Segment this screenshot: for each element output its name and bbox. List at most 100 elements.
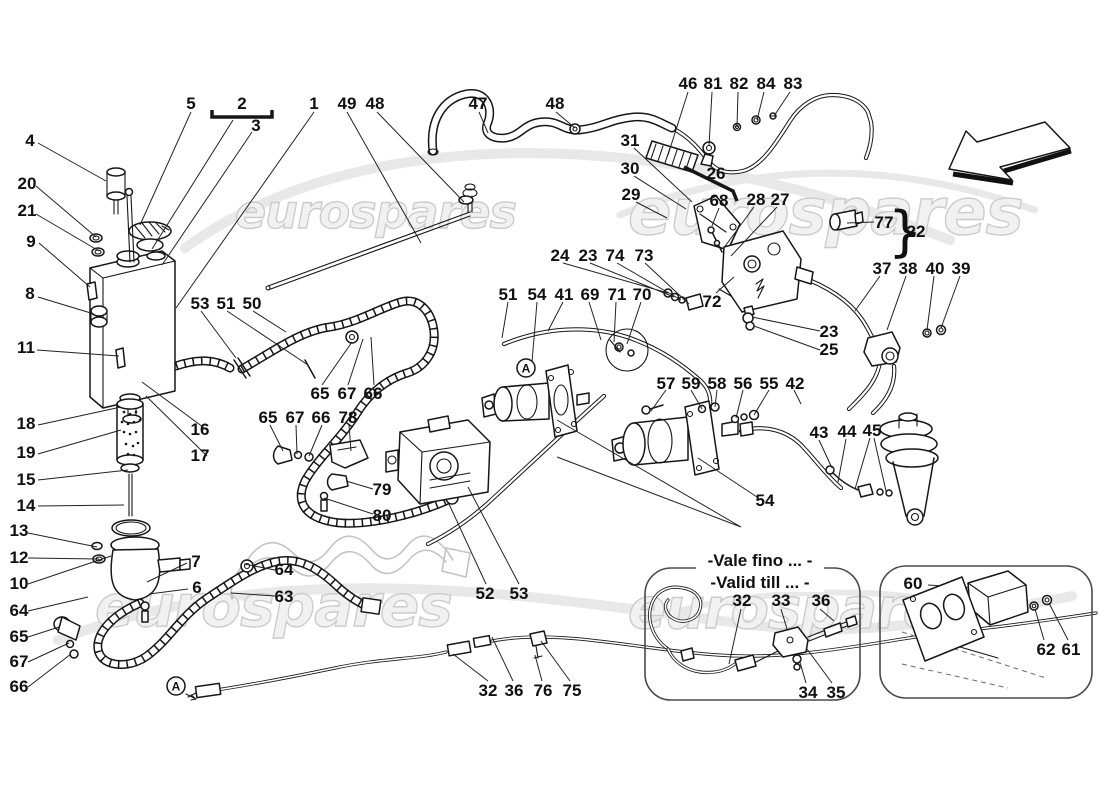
callout-78: 78: [339, 408, 358, 427]
svg-text:A: A: [522, 362, 531, 376]
gasket-inset-box: [879, 565, 1093, 699]
callout-44: 44: [838, 422, 857, 441]
callout-13: 13: [10, 521, 29, 540]
callout-65: 65: [259, 408, 278, 427]
callout-4: 4: [25, 131, 35, 150]
leader-lines: [27, 91, 1069, 688]
callout-32: 32: [733, 591, 752, 610]
callout-28: 28: [747, 190, 766, 209]
callout-46: 46: [679, 74, 698, 93]
callout-61: 61: [1062, 640, 1081, 659]
callout-47: 47: [469, 94, 488, 113]
callout-70: 70: [633, 285, 652, 304]
callout-19: 19: [17, 443, 36, 462]
pump-assembly: [272, 415, 491, 512]
callout-20: 20: [18, 174, 37, 193]
callout-29: 29: [622, 185, 641, 204]
callout-14: 14: [17, 496, 36, 515]
watermark-text: eurospares: [235, 185, 516, 239]
callout-55: 55: [760, 374, 779, 393]
callout-69: 69: [581, 285, 600, 304]
inset-caption-italian: -Vale fino ... -: [708, 551, 813, 570]
callout-57: 57: [657, 374, 676, 393]
callout-51: 51: [217, 294, 236, 313]
callout-39: 39: [952, 259, 971, 278]
callout-17: 17: [191, 446, 210, 465]
callout-64: 64: [275, 560, 294, 579]
callout-31: 31: [621, 131, 640, 150]
callout-2: 2: [237, 94, 246, 113]
callout-32: 32: [479, 681, 498, 700]
callout-53: 53: [510, 584, 529, 603]
callout-51: 51: [499, 285, 518, 304]
callout-53: 53: [191, 294, 210, 313]
callout-23: 23: [820, 322, 839, 341]
callout-84: 84: [757, 74, 776, 93]
callout-15: 15: [17, 470, 36, 489]
callout-25: 25: [820, 340, 839, 359]
callout-43: 43: [810, 423, 829, 442]
callout-22: 22: [907, 222, 926, 241]
callout-65: 65: [311, 384, 330, 403]
callout-59: 59: [682, 374, 701, 393]
callout-65: 65: [10, 627, 29, 646]
callout-10: 10: [10, 574, 29, 593]
callout-62: 62: [1037, 640, 1056, 659]
callout-67: 67: [286, 408, 305, 427]
callout-1: 1: [309, 94, 318, 113]
shock-absorber: [825, 412, 939, 526]
callout-12: 12: [10, 548, 29, 567]
callout-50: 50: [243, 294, 262, 313]
callout-74: 74: [606, 246, 625, 265]
callout-30: 30: [621, 159, 640, 178]
callout-67: 67: [338, 384, 357, 403]
reference-brackets: }: [210, 110, 922, 263]
brake-booster-1: [481, 364, 590, 438]
callout-79: 79: [373, 480, 392, 499]
callout-5: 5: [186, 94, 195, 113]
detail-a-pointer: [185, 693, 197, 701]
svg-text:A: A: [172, 680, 181, 694]
callout-54: 54: [528, 285, 547, 304]
bracket-22: }: [888, 200, 922, 263]
callout-56: 56: [734, 374, 753, 393]
callout-36: 36: [505, 681, 524, 700]
callout-48: 48: [366, 94, 385, 113]
callout-16: 16: [191, 420, 210, 439]
callout-35: 35: [827, 683, 846, 702]
watermark-text: eurospares: [628, 176, 1023, 250]
callout-73: 73: [635, 246, 654, 265]
callout-26: 26: [707, 164, 726, 183]
callout-49: 49: [338, 94, 357, 113]
inset-caption-english: -Valid till ... -: [710, 573, 809, 592]
callout-8: 8: [25, 284, 34, 303]
callout-83: 83: [784, 74, 803, 93]
callout-21: 21: [18, 201, 37, 220]
callout-27: 27: [771, 190, 790, 209]
callout-71: 71: [608, 285, 627, 304]
callout-72: 72: [703, 292, 722, 311]
control-valve-assembly: [605, 195, 947, 372]
callout-82: 82: [730, 74, 749, 93]
callout-33: 33: [772, 591, 791, 610]
callout-9: 9: [26, 232, 35, 251]
callout-40: 40: [926, 259, 945, 278]
callout-52: 52: [476, 584, 495, 603]
callout-54: 54: [756, 491, 775, 510]
callout-80: 80: [373, 506, 392, 525]
valid-till-inset-box: -Vale fino ... - -Valid till ... -: [644, 548, 861, 701]
callout-36: 36: [812, 591, 831, 610]
callout-23: 23: [579, 246, 598, 265]
callout-66: 66: [364, 384, 383, 403]
callout-68: 68: [710, 191, 729, 210]
callout-45: 45: [863, 421, 882, 440]
callout-34: 34: [799, 683, 818, 702]
callout-58: 58: [708, 374, 727, 393]
callout-42: 42: [786, 374, 805, 393]
detail-marker-layer: AA: [166, 358, 536, 696]
callout-37: 37: [873, 259, 892, 278]
reservoir-assembly: [86, 167, 176, 424]
